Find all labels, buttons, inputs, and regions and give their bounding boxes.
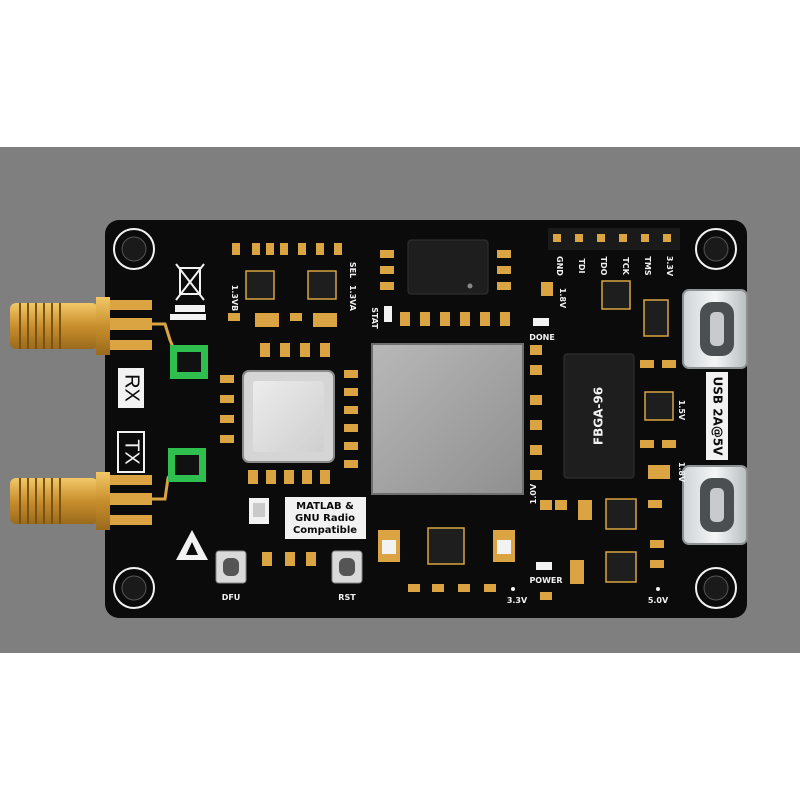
jtag-header: [548, 228, 680, 250]
weee-recycling-icon: [175, 263, 205, 312]
jtag-label-tms: TMS: [643, 256, 652, 275]
qfn-ics: [245, 270, 674, 583]
rst-button[interactable]: [331, 550, 363, 584]
jtag-label-tdi: TDI: [577, 258, 586, 273]
sma-connector-rx: [10, 297, 152, 355]
badge-line-1: MATLAB &: [296, 501, 354, 512]
label-1v8-top: 1.8V: [558, 288, 567, 309]
label-dfu: DFU: [222, 593, 241, 602]
tx-balun: [168, 448, 206, 482]
led-right: [493, 530, 515, 562]
center-metal-shield: [371, 343, 524, 495]
passive-components: [220, 243, 676, 600]
fbga-96-chip: FBGA-96: [563, 353, 635, 479]
usb-c-connector-bottom: [682, 465, 748, 545]
dfu-button[interactable]: [215, 550, 247, 584]
label-done: DONE: [529, 333, 555, 342]
silkscreen-marks: [170, 314, 660, 591]
jtag-pin-labels: GND TDI TDO TCK TMS 3.3V: [555, 256, 674, 277]
label-rst: RST: [338, 593, 356, 602]
flash-chip: [407, 239, 489, 295]
fbga-label: FBGA-96: [592, 387, 606, 445]
rx-label-group: RX: [118, 368, 144, 408]
tx-label: TX: [121, 439, 143, 465]
label-power: POWER: [529, 576, 562, 585]
sma-connector-tx: [10, 472, 152, 530]
mounting-holes: [113, 228, 737, 609]
label-sel: SEL: [348, 262, 357, 278]
label-1v3a: 1.3VA: [348, 285, 357, 312]
led-small: [249, 498, 269, 524]
jtag-label-gnd: GND: [555, 256, 564, 276]
label-stat: STAT: [370, 307, 379, 329]
label-1v5: 1.5V: [677, 400, 686, 421]
rx-balun: [170, 345, 208, 379]
usb-c-connector-top: [682, 289, 748, 369]
badge-line-3: Compatible: [293, 525, 357, 536]
status-leds: [384, 282, 553, 570]
label-3v3: 3.3V: [507, 596, 528, 605]
rx-label: RX: [121, 374, 143, 402]
jtag-label-tck: TCK: [621, 257, 630, 275]
esd-warning-icon: [176, 530, 208, 560]
tx-label-group: TX: [117, 431, 145, 473]
label-5v0: 5.0V: [648, 596, 669, 605]
badge-line-2: GNU Radio: [295, 513, 355, 524]
label-1v8-right: 1.8V: [677, 462, 686, 483]
matlab-gnu-badge: MATLAB & GNU Radio Compatible: [285, 497, 366, 539]
label-1v3b: 1.3VB: [230, 285, 239, 311]
label-1v0: 1.0V: [529, 483, 538, 504]
led-left: [378, 530, 400, 562]
usb-power-label: USB 2A@5V: [711, 377, 725, 457]
jtag-label-tdo: TDO: [599, 257, 608, 276]
usb-label-group: USB 2A@5V: [706, 372, 728, 460]
jtag-label-3v3: 3.3V: [665, 256, 674, 277]
